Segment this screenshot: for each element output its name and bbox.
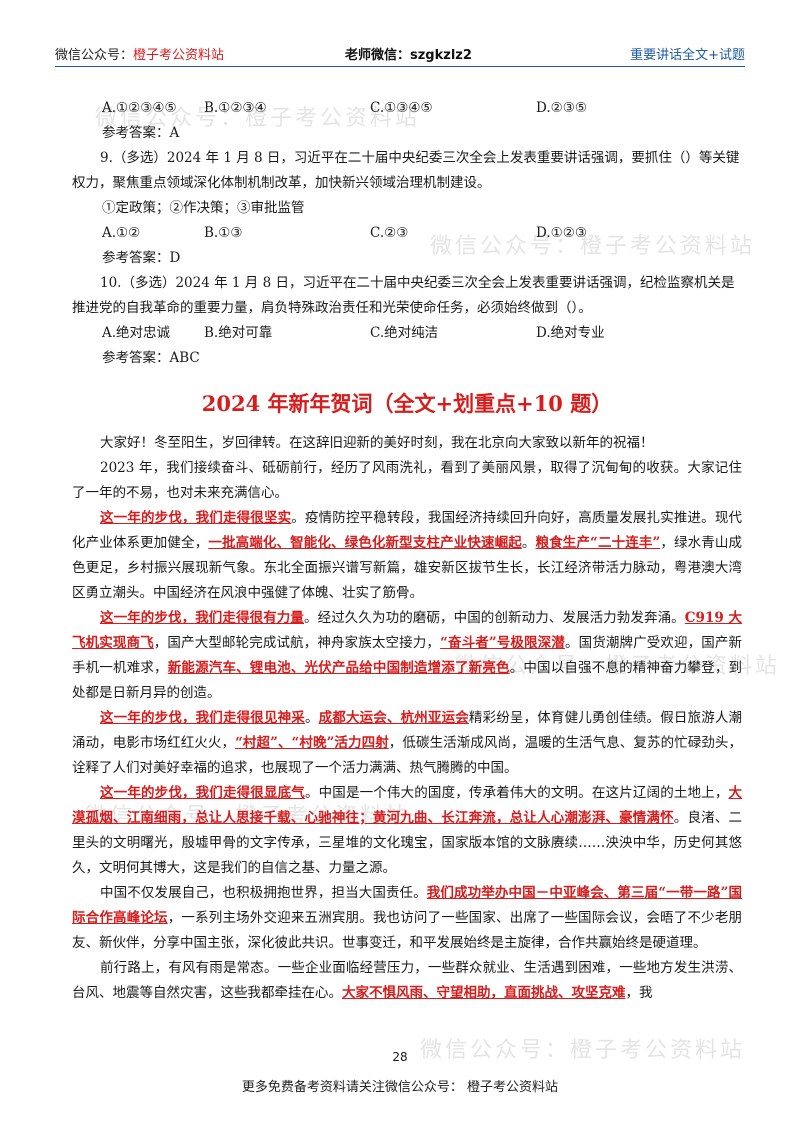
speech-paragraph-7: 中国不仅发展自己，也积极拥抱世界，担当大国责任。我们成功举办中国－中亚峰会、第三… — [72, 881, 742, 956]
watermark: 微信公众号：橙子考公资料站 — [85, 804, 411, 829]
speech-text: ，我 — [625, 985, 653, 1001]
q9-options: A.①② B.①③ C.②③ D.①②③ — [72, 221, 742, 246]
key-phrase: “奋斗者”号极限深潜 — [440, 635, 565, 651]
speech-text: 。 — [304, 710, 319, 726]
speech-paragraph-4: 这一年的步伐，我们走得很有力量。经过久久为功的磨砺，中国的创新动力、发展活力勃发… — [72, 606, 742, 706]
speech-paragraph-1: 大家好！冬至阳生，岁回律转。在这辞旧迎新的美好时刻，我在北京向大家致以新年的祝福… — [100, 435, 654, 451]
q10-option-d: D.绝对专业 — [536, 325, 605, 341]
key-phrase: 成都大运会、杭州亚运会 — [318, 710, 469, 726]
speech-paragraph-5: 这一年的步伐，我们走得很见神采。成都大运会、杭州亚运会精彩纷呈，体育健儿勇创佳绩… — [72, 706, 742, 781]
speech-text: 。国货潮牌广受欢迎，国产新手机一机难求， — [72, 635, 743, 676]
key-phrase: 这一年的步伐，我们走得很见神采 — [100, 710, 305, 726]
key-phrase: 大家不惧风雨、守望相助，直面挑战、攻坚克难 — [342, 985, 626, 1001]
q8-options: A.①②③④⑤ B.①②③④ C.①③④⑤ D.②③⑤ — [72, 96, 742, 121]
watermark: 微信公众号：橙子考公资料站 — [455, 654, 781, 679]
key-phrase: 新能源汽车、锂电池、光伏产品给中国制造增添了新亮色 — [167, 660, 510, 676]
speech-text: ，低碳生活渐成风尚，温暖的生活气息、复苏的忙碌劲头，诠释了人们对美好幸福的追求，… — [72, 735, 743, 776]
key-phrase: 一批高端化、智能化、绿色化新型支柱产业快速崛起 — [208, 535, 522, 551]
key-phrase: 大漠孤烟、江南细雨，总让人思接千载、心驰神往；黄河九曲、长江奔流，总让人心潮澎湃… — [72, 785, 743, 826]
q10-answer: 参考答案：ABC — [102, 350, 200, 366]
header-wechat-account: 微信公众号：橙子考公资料站 — [55, 44, 224, 63]
speech-text: 中国不仅发展自己，也积极拥抱世界，担当大国责任。 — [100, 885, 427, 901]
q9-answer: 参考答案：D — [102, 250, 181, 266]
key-phrase: 这一年的步伐，我们走得很坚实 — [100, 510, 292, 526]
watermark: 微信公众号：橙子考公资料站 — [95, 106, 421, 131]
q8-answer: 参考答案：A — [102, 125, 180, 141]
header-wechat-name: 橙子考公资料站 — [133, 48, 225, 63]
q8-option-b: B.①②③④ — [204, 100, 267, 116]
q9-option-c: C.②③ — [370, 225, 409, 241]
speech-text: ，一系列主场外交迎来五洲宾朋。我也访问了一些国家、出席了一些国际会议，会晤了不少… — [72, 910, 743, 951]
key-phrase: 这一年的步伐，我们走得很显底气 — [100, 785, 305, 801]
page-footer: 更多免费备考资料请关注微信公众号： 橙子考公资料站 — [241, 1080, 559, 1095]
q10-stem: 10.（多选）2024 年 1 月 8 日，习近平在二十届中央纪委三次全会上发表… — [72, 275, 735, 316]
q9-option-a: A.①② — [102, 225, 141, 241]
section-title: 2024 年新年贺词（全文+划重点+10 题） — [201, 391, 613, 416]
q9-items: ①定政策；②作决策；③审批监管 — [102, 200, 305, 216]
q10-options: A.绝对忠诚 B.绝对可靠 C.绝对纯洁 D.绝对专业 — [72, 321, 742, 346]
speech-paragraph-8: 前行路上，有风有雨是常态。一些企业面临经营压力，一些群众就业、生活遇到困难，一些… — [72, 956, 742, 1006]
speech-text: 。 — [521, 535, 536, 551]
speech-text: 。良渚、二里头的文明曙光，殷墟甲骨的文字传承，三星堆的文化瑰宝，国家版本馆的文脉… — [72, 810, 743, 876]
speech-text: 前行路上，有风有雨是常态。一些企业面临经营压力，一些群众就业、生活遇到困难，一些… — [72, 960, 742, 1001]
key-phrase: C919 大飞机实现商飞 — [72, 610, 743, 651]
q8-option-a: A.①②③④⑤ — [102, 100, 177, 116]
speech-text: 。中国是一个伟大的国度，传承着伟大的文明。在这片辽阔的土地上， — [304, 785, 729, 801]
q8-option-c: C.①③④⑤ — [370, 100, 433, 116]
speech-text: 精彩纷呈，体育健儿勇创佳绩。假日旅游人潮涌动，电影市场红红火火， — [72, 710, 743, 751]
header-teacher-wechat: 老师微信：szgkzlz2 — [345, 48, 472, 63]
speech-text: 。疫情防控平稳转段，我国经济持续回升向好，高质量发展扎实推进。现代化产业体系更加… — [72, 510, 743, 551]
q9-stem: 9.（多选）2024 年 1 月 8 日，习近平在二十届中央纪委三次全会上发表重… — [72, 150, 740, 191]
speech-paragraph-6: 这一年的步伐，我们走得很显底气。中国是一个伟大的国度，传承着伟大的文明。在这片辽… — [72, 781, 742, 881]
q10-option-c: C.绝对纯洁 — [370, 325, 439, 341]
q10-option-b: B.绝对可靠 — [204, 325, 273, 341]
speech-text: ，国产大型邮轮完成试航，神舟家族太空接力， — [153, 635, 441, 651]
q8-option-d: D.②③⑤ — [536, 100, 587, 116]
page-content: A.①②③④⑤ B.①②③④ C.①③④⑤ D.②③⑤ 参考答案：A 9.（多选… — [72, 96, 742, 1006]
key-phrase: 我们成功举办中国－中亚峰会、第三届“一带一路”国际合作高峰论坛 — [72, 885, 743, 926]
watermark: 微信公众号：橙子考公资料站 — [430, 234, 756, 259]
q9-option-d: D.①②③ — [536, 225, 587, 241]
speech-paragraph-2: 2023 年，我们接续奋斗、砥砺前行，经历了风雨洗礼，看到了美丽风景，取得了沉甸… — [72, 460, 742, 501]
header-wechat-label: 微信公众号： — [55, 48, 134, 63]
key-phrase: “村超”、“村晚”活力四射 — [235, 735, 389, 751]
speech-paragraph-3: 这一年的步伐，我们走得很坚实。疫情防控平稳转段，我国经济持续回升向好，高质量发展… — [72, 506, 742, 606]
key-phrase: 粮食生产“二十连丰” — [535, 535, 661, 551]
page-header: 微信公众号：橙子考公资料站 老师微信：szgkzlz2 重要讲话全文+试题 — [55, 40, 745, 67]
speech-text: 。中国以自强不息的精神奋力攀登，到处都是日新月异的创造。 — [72, 660, 743, 701]
watermark: 微信公众号：橙子考公资料站 — [420, 1038, 746, 1063]
q10-option-a: A.绝对忠诚 — [102, 325, 171, 341]
q9-option-b: B.①③ — [204, 225, 243, 241]
speech-text: ，绿水青山成色更足，乡村振兴展现新气象。东北全面振兴谱写新篇，雄安新区拔节生长，… — [72, 535, 743, 601]
key-phrase: 这一年的步伐，我们走得很有力量 — [100, 610, 304, 626]
page-number: 28 — [392, 1050, 408, 1064]
speech-text: 。经过久久为功的磨砺，中国的创新动力、发展活力勃发奔涌。 — [304, 610, 685, 626]
header-doc-topic: 重要讲话全文+试题 — [630, 48, 745, 63]
